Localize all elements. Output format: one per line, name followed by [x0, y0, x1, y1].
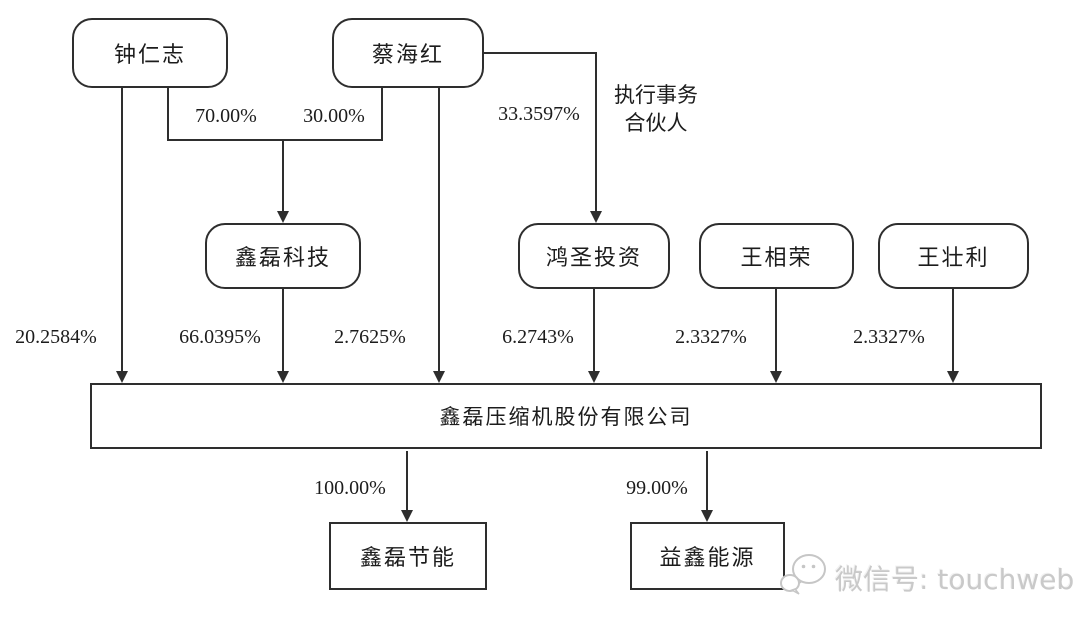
label-main-to-jieneng-pct: 100.00% [314, 477, 386, 499]
arrow-down-icon [277, 371, 289, 383]
line-cai-to-hongsheng [595, 52, 597, 212]
line-keji-to-main [282, 289, 284, 372]
node-xinlei-jieneng: 鑫磊节能 [329, 522, 487, 590]
label-keji-to-main-pct: 66.0395% [179, 326, 261, 348]
node-main-company: 鑫磊压缩机股份有限公司 [90, 383, 1042, 449]
arrow-down-icon [590, 211, 602, 223]
label-xiangrong-to-main-pct: 2.3327% [675, 326, 747, 348]
label-zhong-to-main-pct: 20.2584% [15, 326, 97, 348]
line-cai-to-connector [381, 88, 383, 141]
label-cai-to-main-pct: 2.7625% [334, 326, 406, 348]
arrow-down-icon [277, 211, 289, 223]
label-cai-to-keji-pct: 30.00% [303, 105, 365, 127]
line-main-to-yixin [706, 451, 708, 511]
node-xinlei-keji: 鑫磊科技 [205, 223, 361, 289]
node-zhong-renzhi: 钟仁志 [72, 18, 228, 88]
arrow-down-icon [116, 371, 128, 383]
line-main-to-jieneng [406, 451, 408, 511]
node-cai-haihong: 蔡海红 [332, 18, 484, 88]
arrow-down-icon [401, 510, 413, 522]
node-wang-xiangrong: 王相荣 [699, 223, 854, 289]
node-yixin-nengyuan: 益鑫能源 [630, 522, 785, 590]
arrow-down-icon [701, 510, 713, 522]
label-cai-to-hongsheng-pct: 33.3597% [498, 103, 580, 125]
line-xiangrong-to-main [775, 289, 777, 372]
line-cai-right-horizontal [483, 52, 597, 54]
node-hongsheng-touzi: 鸿圣投资 [518, 223, 670, 289]
label-hongsheng-to-main-pct: 6.2743% [502, 326, 574, 348]
line-connector-to-keji [282, 140, 284, 212]
line-zhong-to-main [121, 88, 123, 372]
label-executive-partner: 执行事务 合伙人 [600, 81, 712, 137]
label-main-to-yixin-pct: 99.00% [626, 477, 688, 499]
label-zhuangli-to-main-pct: 2.3327% [853, 326, 925, 348]
arrow-down-icon [770, 371, 782, 383]
arrow-down-icon [433, 371, 445, 383]
label-executive-partner-line1: 执行事务 [614, 83, 698, 107]
arrow-down-icon [947, 371, 959, 383]
label-zhong-to-keji-pct: 70.00% [195, 105, 257, 127]
arrow-down-icon [588, 371, 600, 383]
line-zhuangli-to-main [952, 289, 954, 372]
watermark: 微信号: touchweb [779, 551, 1074, 604]
wechat-icon [779, 551, 835, 604]
line-zhong-to-connector [167, 88, 169, 141]
label-executive-partner-line2: 合伙人 [624, 111, 688, 135]
line-hongsheng-to-main [593, 289, 595, 372]
node-wang-zhuangli: 王壮利 [878, 223, 1029, 289]
line-cai-to-main [438, 88, 440, 372]
line-connector-horizontal [167, 139, 383, 141]
watermark-text: 微信号: touchweb [835, 562, 1075, 596]
